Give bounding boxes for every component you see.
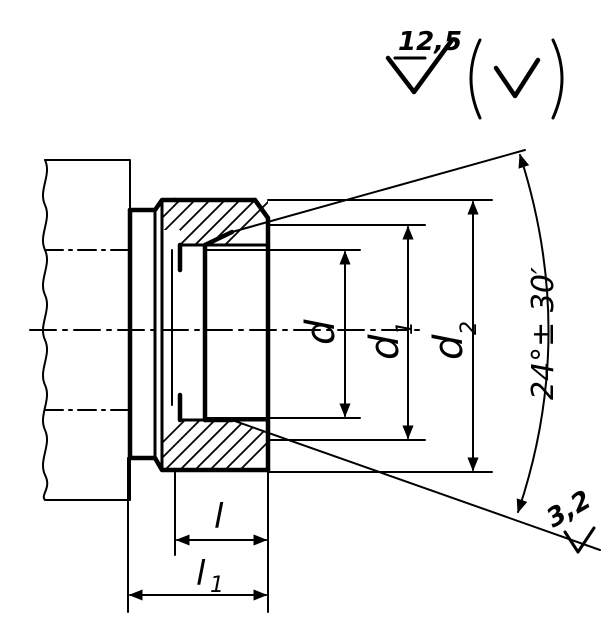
svg-text:d: d: [426, 334, 472, 360]
svg-text:3,2: 3,2: [542, 485, 597, 534]
svg-text:l: l: [196, 554, 206, 594]
dim-arc-angle: [516, 153, 550, 514]
extension-lines: [127, 199, 493, 613]
roughness-check-icon: [385, 37, 455, 95]
roughness-cone-check-icon: [563, 526, 596, 554]
label-d1: d 1: [362, 321, 418, 360]
label-d2: d 2: [426, 321, 482, 360]
cone-line-top: [231, 149, 526, 233]
svg-text:d: d: [362, 334, 408, 360]
label-l: l: [214, 497, 224, 537]
svg-text:2: 2: [457, 321, 482, 335]
roughness-cone: 3,2: [542, 485, 597, 554]
roughness-open-paren: [469, 38, 482, 120]
label-l1: l 1: [196, 554, 224, 598]
cone-line-bottom: [231, 419, 601, 551]
fitting-outline: [127, 197, 271, 473]
label-d: d: [298, 319, 344, 345]
svg-text:1: 1: [210, 573, 224, 598]
svg-text:1: 1: [393, 321, 418, 335]
roughness-main: 12,5: [385, 27, 564, 120]
roughness-close-paren: [551, 38, 564, 120]
roughness-bracket-check-icon: [493, 57, 541, 99]
label-angle: 24°± 30′: [526, 267, 561, 400]
base-body: [42, 159, 133, 501]
